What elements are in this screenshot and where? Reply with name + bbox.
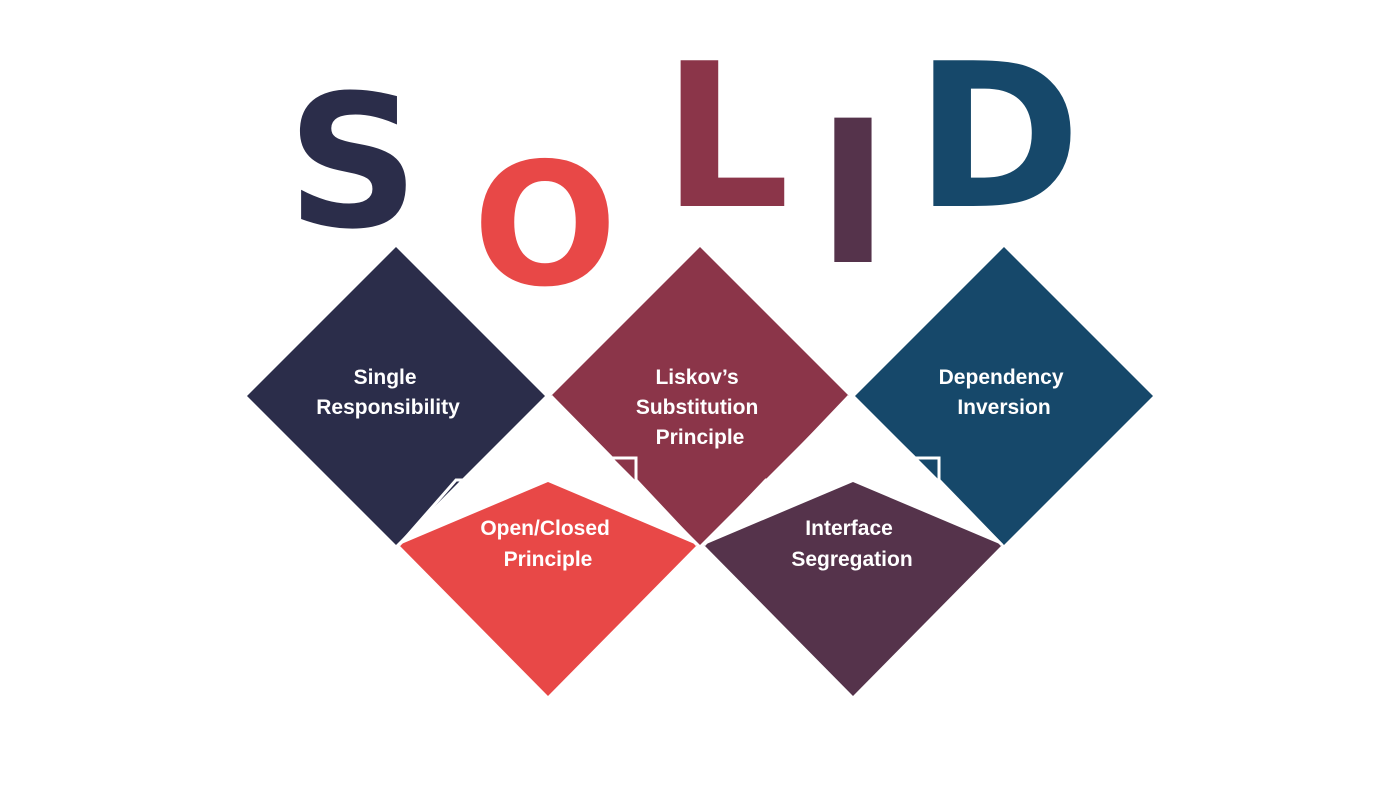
diamond-open-closed	[399, 482, 697, 696]
diamond-interface-segregation	[704, 482, 1002, 696]
joint-right	[851, 396, 1004, 547]
principle-diamonds	[247, 247, 1153, 696]
solid-letters: S O L I D	[287, 21, 1081, 325]
letter-s: S	[287, 56, 420, 270]
label-single-responsibility: Single Responsibility	[316, 366, 460, 419]
puzzle-joints	[397, 394, 1004, 547]
letter-l: L	[662, 21, 789, 254]
label-open-closed: Open/Closed Principle	[480, 517, 615, 571]
letter-d: D	[915, 21, 1081, 254]
diamond-liskov-substitution	[551, 247, 849, 545]
label-interface-segregation: Interface Segregation	[791, 517, 912, 571]
label-liskov-substitution: Liskov’s Substitution Principle	[636, 366, 764, 449]
joint-left-2	[397, 396, 550, 546]
letter-o: O	[473, 127, 618, 325]
diamond-dependency-inversion	[855, 247, 1153, 545]
joint-center-left	[549, 394, 699, 547]
principle-labels: Single Responsibility Open/Closed Princi…	[316, 366, 1070, 571]
diamond-single-responsibility	[247, 247, 545, 545]
joint-center-right	[702, 394, 851, 547]
label-dependency-inversion: Dependency Inversion	[939, 366, 1070, 419]
letter-i: I	[816, 78, 890, 309]
